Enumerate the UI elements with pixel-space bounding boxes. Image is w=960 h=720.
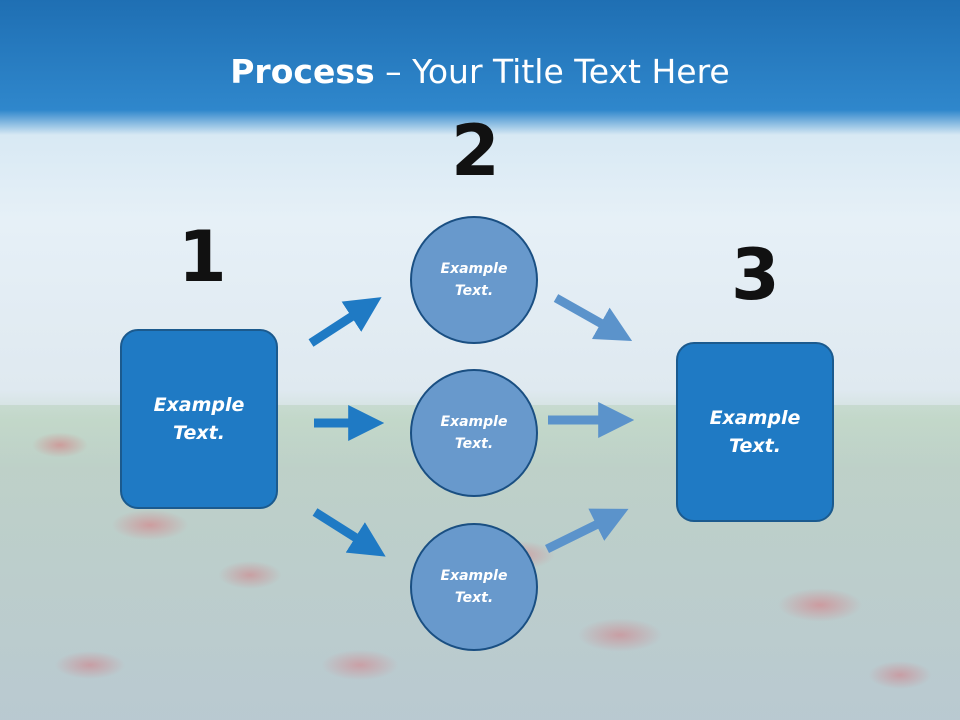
step3-box[interactable]: Example Text. [676,342,834,522]
circle-bottom[interactable]: Example Text. [410,523,538,651]
arrow-to-bottom-circle [312,508,386,557]
circle-top-text: Example Text. [440,260,508,299]
circle-bottom-text: Example Text. [440,567,508,606]
step1-box[interactable]: Example Text. [120,329,278,509]
slide-title: Process – Your Title Text Here [0,52,960,91]
step-number-1: 1 [178,216,227,298]
step1-text: Example Text. [153,393,245,445]
arrow-from-bottom-circle [545,508,629,554]
arrow-from-top-circle [553,294,633,341]
title-bold: Process [230,52,375,91]
circle-middle[interactable]: Example Text. [410,369,538,497]
arrow-to-top-circle [308,297,382,347]
circle-top[interactable]: Example Text. [410,216,538,344]
step-number-3: 3 [731,234,780,316]
title-rest: – Your Title Text Here [374,52,730,91]
circle-middle-text: Example Text. [440,413,508,452]
step3-text: Example Text. [709,406,801,458]
step-number-2: 2 [451,110,500,192]
